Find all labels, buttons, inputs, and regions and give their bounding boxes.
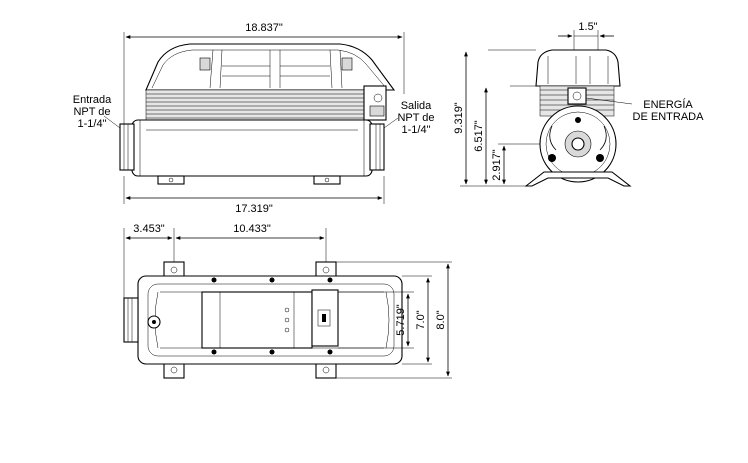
inlet-fitting	[119, 123, 135, 171]
dim-end-height-total: 9.319"	[453, 102, 465, 134]
dim-end-height-mid: 6.517"	[473, 120, 485, 152]
dim-side-base: 17.319"	[235, 203, 273, 215]
power-label-line2: DE ENTRADA	[633, 111, 705, 123]
bolt-dots	[211, 277, 333, 355]
callout-labels: Entrada NPT de 1-1/4" Salida NPT de 1-1/…	[73, 94, 704, 136]
side-view	[103, 32, 405, 204]
dim-end-height-low: 2.917"	[491, 149, 503, 181]
inlet-label-line1: Entrada	[73, 94, 112, 106]
dim-top-outer: 8.0"	[435, 310, 447, 329]
end-view	[460, 30, 633, 187]
top-view	[123, 228, 452, 379]
outlet-fitting	[369, 123, 385, 171]
dimension-labels: 18.837" 17.319" 1.5" 9.319" 6.517" 2.917…	[133, 21, 597, 336]
power-label-line1: ENERGÍA	[643, 98, 693, 111]
dim-top-spacing: 10.433"	[233, 223, 271, 235]
dome-ribs	[199, 49, 353, 89]
inlet-label-line3: 1-1/4"	[78, 118, 107, 130]
dim-top-offset: 3.453"	[133, 223, 165, 235]
outlet-label-line3: 1-1/4"	[402, 124, 431, 136]
outlet-label-line2: NPT de	[397, 112, 434, 124]
dim-top-inner: 5.719"	[395, 304, 407, 336]
dim-side-length: 18.837"	[245, 22, 283, 34]
dim-top-mid: 7.0"	[415, 310, 427, 329]
outlet-label-line1: Salida	[401, 100, 432, 112]
heat-sink-fins	[145, 89, 365, 121]
inlet-label-line2: NPT de	[73, 106, 110, 118]
dim-end-width: 1.5"	[578, 21, 597, 33]
